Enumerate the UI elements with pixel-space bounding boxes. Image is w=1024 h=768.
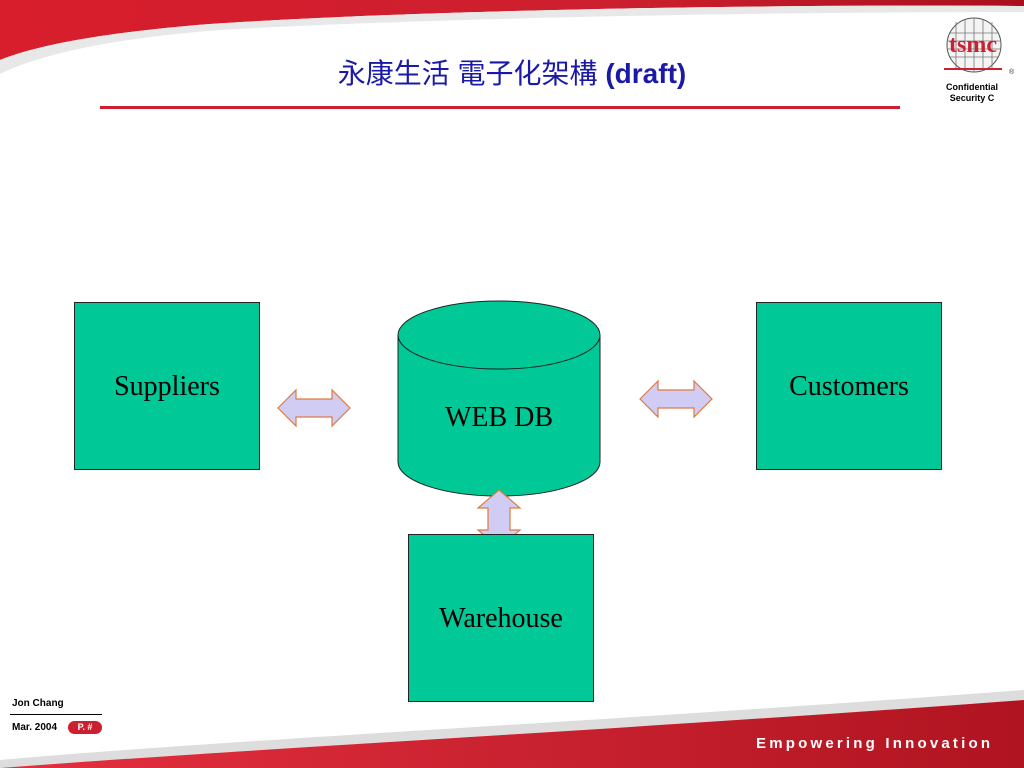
top-swoosh-shadow xyxy=(0,5,1024,74)
slide-title-main: 永康生活 電子化架構 xyxy=(337,58,598,89)
top-swoosh xyxy=(0,0,1024,60)
registered-mark: ® xyxy=(1009,68,1015,76)
arrow-suppliers-webdb xyxy=(277,388,351,428)
bottom-swoosh-shadow xyxy=(0,690,1024,768)
confidentiality-label: Confidential Security C xyxy=(930,82,1014,104)
slide-date: Mar. 2004 xyxy=(12,722,58,733)
page-number-badge: P. # xyxy=(68,721,102,734)
bottom-swoosh xyxy=(0,700,1024,768)
slide-title-tag: (draft) xyxy=(605,58,687,89)
warehouse-node: Warehouse xyxy=(408,534,594,702)
suppliers-label: Suppliers xyxy=(114,371,220,402)
title-underline xyxy=(100,106,900,109)
warehouse-label: Warehouse xyxy=(439,603,563,634)
customers-label: Customers xyxy=(789,371,909,402)
tagline: Empowering Innovation xyxy=(756,735,994,752)
suppliers-node: Suppliers xyxy=(74,302,260,470)
slide-title: 永康生活 電子化架構 (draft) xyxy=(0,52,1024,92)
logo-text: tsmc xyxy=(949,32,997,58)
web-db-label: WEB DB xyxy=(444,402,554,433)
security-class-text: Security C xyxy=(949,93,995,103)
tsmc-logo: tsmc ® xyxy=(944,17,1015,76)
arrow-webdb-customers xyxy=(639,379,713,419)
author-name: Jon Chang xyxy=(12,698,64,709)
footer-rule xyxy=(10,714,102,715)
customers-node: Customers xyxy=(756,302,942,470)
confidential-text: Confidential xyxy=(946,82,998,92)
web-db-cylinder xyxy=(397,300,601,497)
